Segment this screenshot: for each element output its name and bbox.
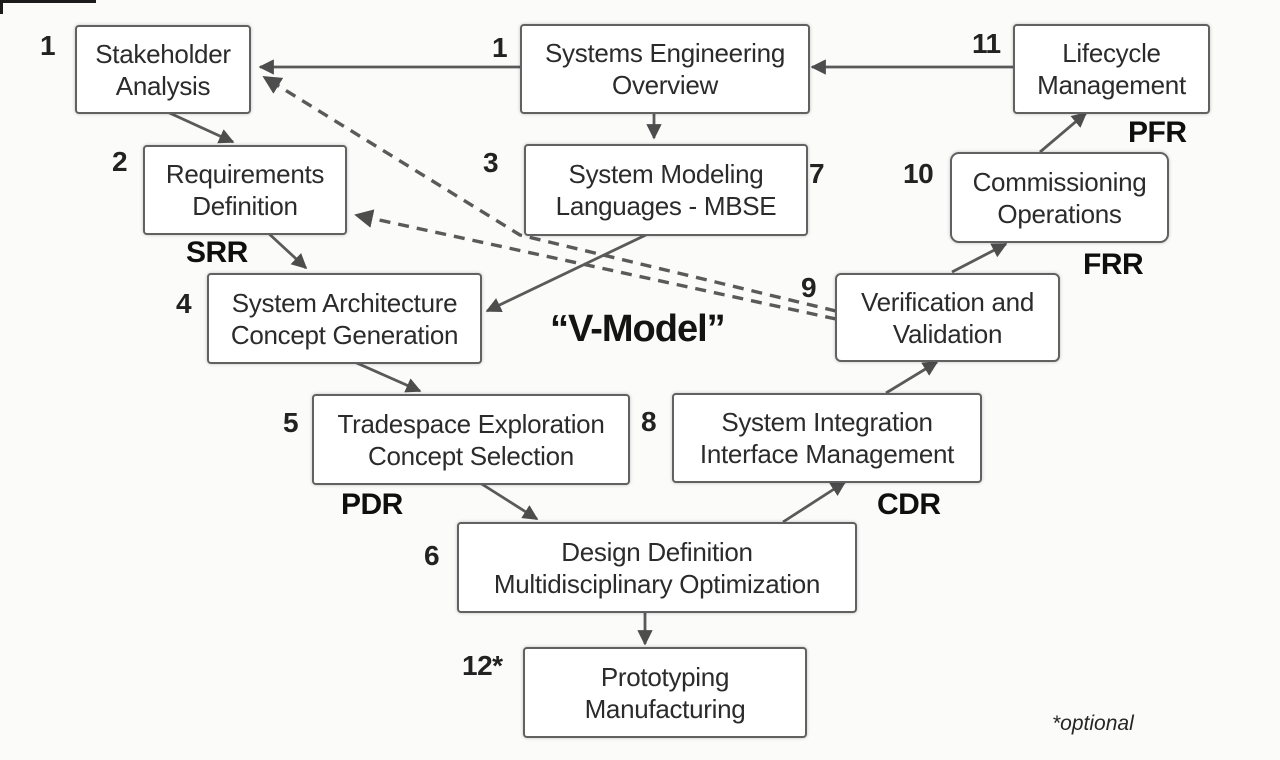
arrow-architecture-to-tradespace xyxy=(349,358,422,393)
box-label: Operations xyxy=(997,198,1122,229)
milestone-srr: SRR xyxy=(186,236,248,269)
box-label: Verification and xyxy=(861,286,1034,317)
box-label: Concept Generation xyxy=(230,319,459,350)
milestone-cdr: CDR xyxy=(877,488,941,521)
box-stakeholder-analysis: Stakeholder Analysis xyxy=(75,25,251,114)
box-label: Stakeholder xyxy=(95,38,231,69)
box-label: Commissioning xyxy=(972,166,1147,197)
edge-artifact xyxy=(0,0,96,3)
box-label: Prototyping xyxy=(600,661,730,692)
milestone-frr: FRR xyxy=(1083,248,1144,281)
box-label: Validation xyxy=(892,318,1003,349)
lecture-number-design: 6 xyxy=(424,540,440,571)
box-label: Tradespace Exploration xyxy=(337,408,605,439)
box-label: Concept Selection xyxy=(368,440,574,471)
arrow-tradespace-to-design xyxy=(476,479,539,521)
arrow-requirements-to-architecture xyxy=(265,229,308,270)
box-label: System Modeling xyxy=(568,159,764,189)
arrow-integration-to-verification xyxy=(885,360,939,395)
dashed-arrow-verification-to-requirements xyxy=(354,209,837,321)
box-systems-engineering-overview: Systems Engineering Overview xyxy=(520,24,810,114)
dashed-arrow-verification-to-stakeholder xyxy=(262,75,837,313)
box-label: Requirements xyxy=(165,159,325,189)
edge-artifact xyxy=(0,0,3,14)
box-system-architecture-concept-generation: System Architecture Concept Generation xyxy=(207,273,482,364)
arrow-stakeholder-to-requirements xyxy=(162,108,235,144)
arrow-verification-to-commissioning xyxy=(951,242,1008,274)
arrow-modeling-to-architecture xyxy=(485,230,653,313)
lecture-number-tradespace: 5 xyxy=(283,407,299,438)
box-label: Manufacturing xyxy=(584,693,746,724)
lecture-number-prototyping: 12* xyxy=(462,650,503,681)
box-system-modeling-languages: System Modeling Languages - MBSE xyxy=(524,144,808,236)
box-requirements-definition: Requirements Definition xyxy=(143,145,347,235)
box-label: Design Definition xyxy=(561,536,753,567)
lecture-number-overview: 1 xyxy=(492,32,508,63)
box-verification-and-validation: Verification and Validation xyxy=(835,273,1060,362)
lecture-number-requirements: 2 xyxy=(112,146,128,177)
optional-footnote: *optional xyxy=(1052,712,1134,735)
box-commissioning-operations: Commissioning Operations xyxy=(950,152,1169,243)
box-lifecycle-management: Lifecycle Management xyxy=(1013,24,1210,114)
lecture-number-integration: 8 xyxy=(641,406,657,437)
arrow-design-to-integration xyxy=(782,480,847,524)
v-model-title: “V-Model” xyxy=(550,308,726,350)
lecture-number-modeling: 3 xyxy=(483,147,499,178)
box-label: Interface Management xyxy=(699,439,955,469)
lecture-number-verification: 9 xyxy=(801,272,817,303)
milestone-pdr: PDR xyxy=(341,488,403,521)
box-tradespace-exploration-concept-selection: Tradespace Exploration Concept Selection xyxy=(312,394,630,485)
box-label: System Integration xyxy=(721,407,933,437)
box-label: Analysis xyxy=(115,70,211,101)
box-label: Systems Engineering xyxy=(545,38,785,68)
box-prototyping-manufacturing: Prototyping Manufacturing xyxy=(523,647,807,738)
lecture-number-stakeholder: 1 xyxy=(40,30,56,61)
lecture-number-lifecycle: 11 xyxy=(972,28,1001,59)
box-label: System Architecture xyxy=(231,287,458,318)
box-label: Lifecycle xyxy=(1062,38,1161,68)
milestone-pfr: PFR xyxy=(1128,116,1187,149)
lecture-number-architecture: 4 xyxy=(176,288,192,319)
box-design-definition-multidisciplinary-optimization: Design Definition Multidisciplinary Opti… xyxy=(457,522,857,613)
lecture-number-modeling-right: 7 xyxy=(809,158,825,189)
box-system-integration-interface-management: System Integration Interface Management xyxy=(672,393,982,483)
lecture-number-commissioning: 10 xyxy=(903,158,934,189)
box-label: Multidisciplinary Optimization xyxy=(493,568,821,599)
box-label: Definition xyxy=(192,191,298,221)
box-label: Management xyxy=(1037,70,1186,100)
box-label: Overview xyxy=(612,70,718,100)
arrow-commissioning-to-lifecycle xyxy=(1039,111,1088,154)
box-label: Languages - MBSE xyxy=(555,191,777,221)
